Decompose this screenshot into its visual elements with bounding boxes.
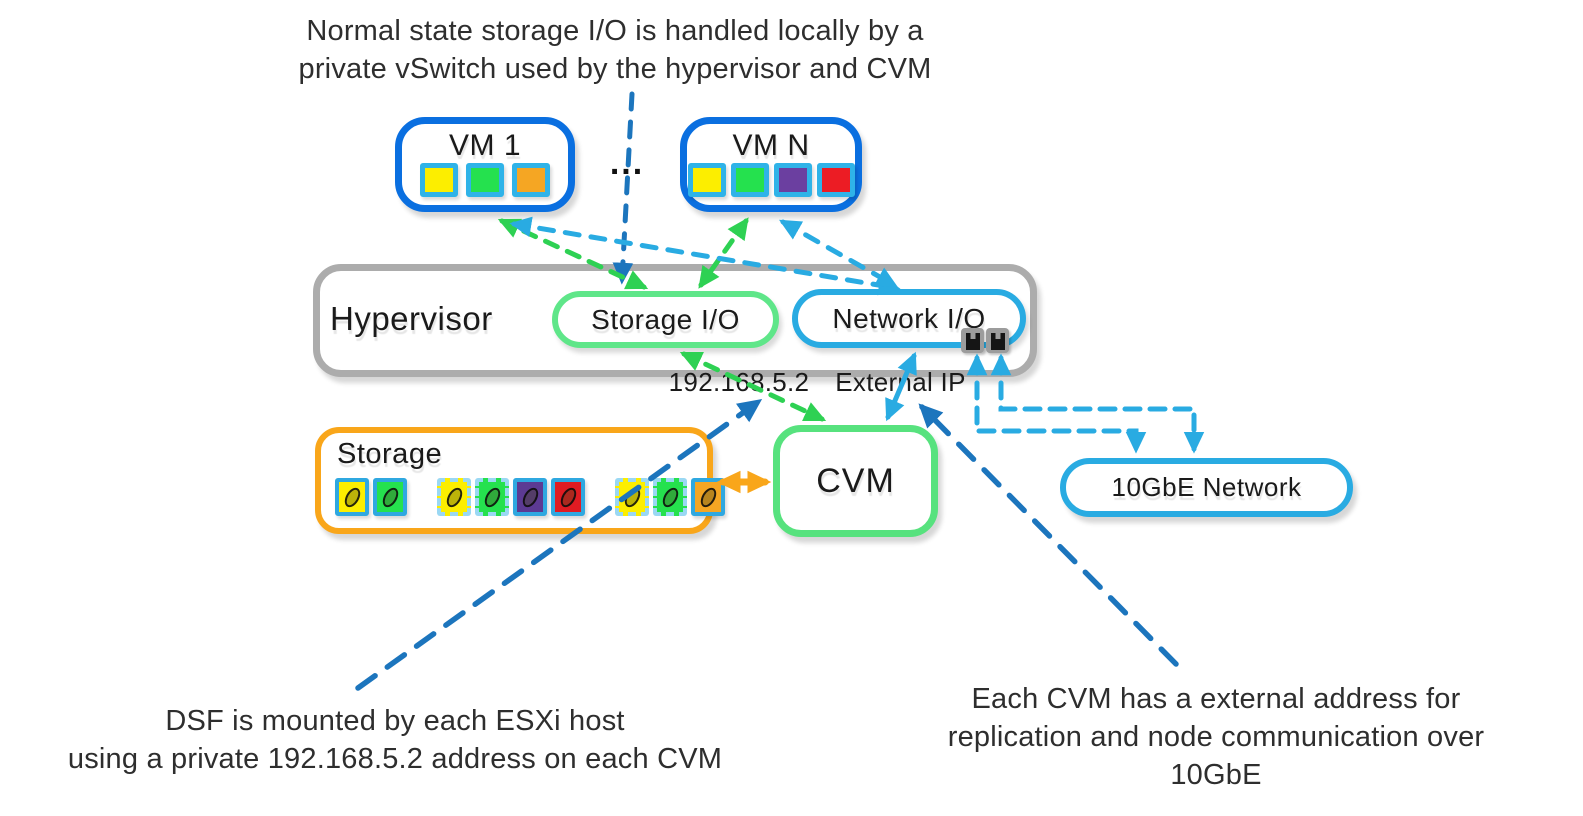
private-ip-label: 192.168.5.2 (668, 367, 810, 397)
disk-group (437, 478, 585, 516)
external-ip-label: External IP (835, 367, 966, 397)
vm-disk-square (773, 163, 812, 197)
hypervisor-label: Hypervisor (330, 300, 493, 337)
disk-platter-glyph (697, 484, 719, 510)
vm-disk-square (730, 163, 769, 197)
vm1-disk-squares (402, 163, 568, 197)
disk-icon (373, 478, 407, 516)
disk-icon (513, 478, 547, 516)
tengbe-network-box: 10GbE Network (1060, 458, 1353, 517)
vm-disk-square (466, 163, 504, 197)
nic-port-jack (990, 333, 1005, 350)
arrow-external-ip-callout (918, 403, 1179, 667)
disk-icon (335, 478, 369, 516)
disk-platter-glyph (621, 484, 643, 510)
vm-disk-square (420, 163, 458, 197)
nic-port-jack (965, 333, 980, 350)
disk-icon (615, 478, 649, 516)
bottom-left-annotation: DSF is mounted by each ESXi host using a… (0, 702, 790, 778)
cvm-box: CVM (773, 425, 938, 537)
disk-platter-glyph (443, 484, 465, 510)
bottom-right-line3: 10GbE (1170, 759, 1262, 791)
disk-platter-glyph (481, 484, 503, 510)
storage-io-pill: Storage I/O (552, 291, 779, 348)
bottom-left-line2: using a private 192.168.5.2 address on e… (67, 743, 723, 775)
top-annotation-line2: private vSwitch used by the hypervisor a… (298, 53, 932, 85)
storage-box: Storage (315, 427, 725, 534)
bottom-right-line1: Each CVM has a external address for (971, 683, 1461, 715)
cvm-label: CVM (816, 461, 895, 500)
vm1-label: VM 1 (448, 129, 522, 162)
disk-icon (437, 478, 471, 516)
disk-group (615, 478, 725, 516)
nic-port-icon-2 (986, 328, 1009, 353)
bottom-left-line1: DSF is mounted by each ESXi host (165, 705, 625, 737)
disk-platter-glyph (557, 484, 579, 510)
network-io-pill: Network I/O (792, 289, 1026, 348)
disk-group (335, 478, 407, 516)
top-annotation: Normal state storage I/O is handled loca… (190, 12, 1040, 88)
vm1-box: VM 1 (395, 117, 575, 212)
nic-port-icon-1 (961, 328, 984, 353)
storage-disk-row (335, 478, 725, 516)
disk-platter-glyph (341, 484, 363, 510)
bottom-right-line2: replication and node communication over (947, 721, 1485, 753)
disk-icon (551, 478, 585, 516)
disk-platter-glyph (659, 484, 681, 510)
tengbe-network-label: 10GbE Network (1111, 472, 1302, 502)
disk-platter-glyph (519, 484, 541, 510)
storage-label: Storage (337, 438, 443, 470)
disk-platter-glyph (379, 484, 401, 510)
vmn-box: VM N (680, 117, 862, 212)
vm-disk-square (816, 163, 855, 197)
arrow-text-to-storage-io (612, 91, 635, 285)
arrow-port2-tengbe (990, 353, 1205, 454)
vm-ellipsis: ... (609, 144, 645, 182)
vm-disk-square (687, 163, 726, 197)
network-io-label: Network I/O (832, 302, 986, 334)
disk-icon (653, 478, 687, 516)
disk-icon (691, 478, 725, 516)
vmn-disk-squares (687, 163, 855, 197)
top-annotation-line1: Normal state storage I/O is handled loca… (306, 15, 924, 47)
bottom-right-annotation: Each CVM has a external address for repl… (836, 680, 1583, 794)
vmn-label: VM N (732, 129, 810, 162)
storage-io-label: Storage I/O (591, 303, 740, 335)
disk-icon (475, 478, 509, 516)
vm-disk-square (512, 163, 550, 197)
